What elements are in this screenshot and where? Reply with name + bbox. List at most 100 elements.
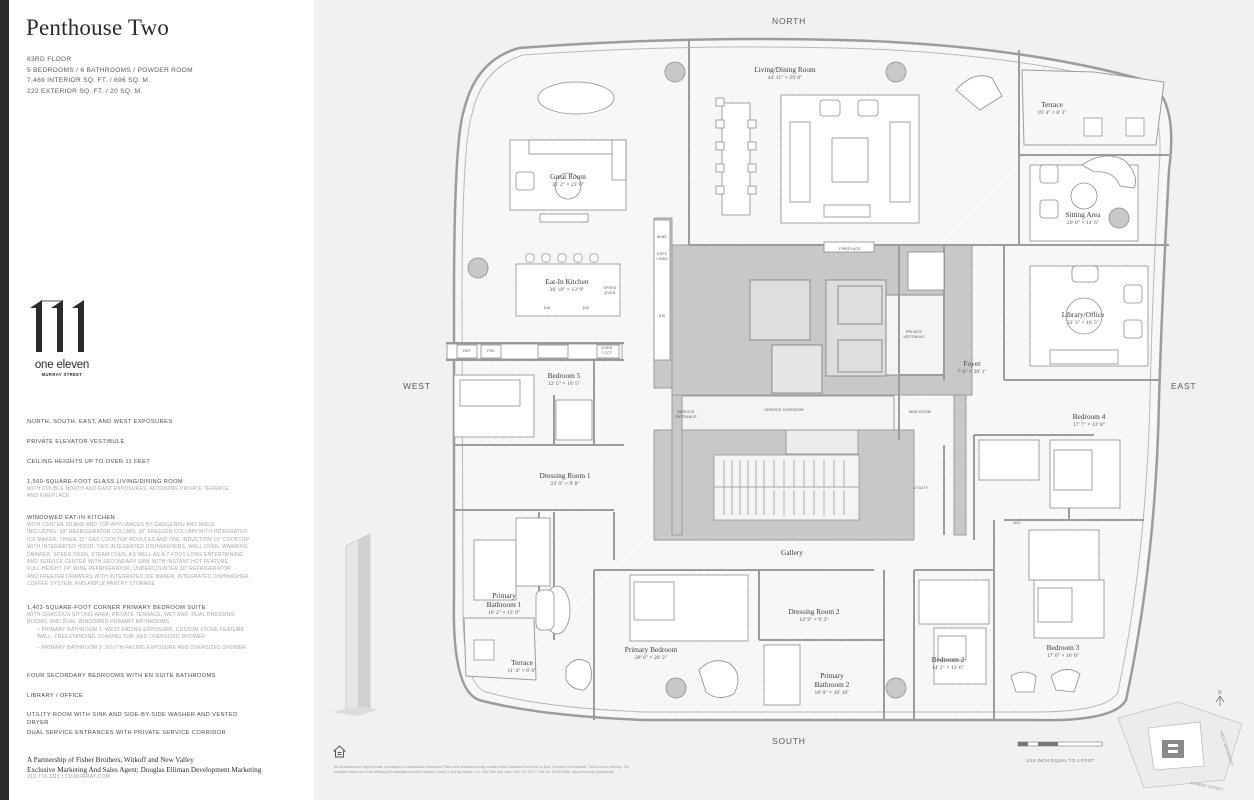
key-plan-north: N (1218, 690, 1222, 696)
label-private-vestibule: PRIVATE VESTIBULE (903, 330, 925, 339)
partner-line: Exclusive Marketing And Sales Agent: Dou… (27, 766, 262, 774)
label-wine: WINE (656, 235, 668, 239)
feature-item: LIBRARY / OFFICE (27, 692, 259, 700)
label-dw-3: DW (658, 314, 666, 318)
service-corridor (681, 395, 895, 431)
spec-exterior: 222 EXTERIOR SQ. FT. / 20 SQ. M. (27, 87, 143, 95)
spec-interior: 7,469 INTERIOR SQ. FT. / 696 SQ. M. (27, 77, 151, 85)
kitchen-counters (446, 219, 671, 361)
furniture (453, 75, 1149, 698)
feature-item: 1,402-SQUARE-FOOT CORNER PRIMARY BEDROOM… (27, 604, 259, 652)
feature-detail: ROOMS, AND DUAL WINDOWED PRIMARY BATHROO… (27, 619, 170, 626)
label-wic: WIC (1013, 521, 1021, 525)
compass-west: WEST (403, 381, 431, 391)
elevators (749, 279, 945, 394)
label-dw-1: DW (543, 306, 551, 310)
feature-subdetail: WALL, FREESTANDING SOAKING TUB, AND OVER… (37, 634, 206, 641)
tower-illustration-icon (332, 533, 378, 716)
feature-detail: INCLUDING: 30" REFRIGERATOR COLUMN, 30" … (27, 529, 248, 536)
sidebar: Penthouse Two 63RD FLOOR 5 BEDROOMS / 6 … (9, 0, 314, 800)
scale-caption: 1/16 INCH EQUAL TO 1 FOOT (1026, 758, 1095, 763)
feature-detail: WITH GRACIOUS SITTING AREA, PRIVATE TERR… (27, 612, 235, 618)
spec-floor: 63RD FLOOR (27, 56, 72, 63)
feature-item: UTILITY ROOM WITH SINK AND SIDE-BY-SIDE … (27, 711, 259, 727)
compass-south: SOUTH (772, 736, 806, 746)
compass-east: EAST (1171, 381, 1197, 391)
feature-heading: UTILITY ROOM WITH SINK AND SIDE-BY-SIDE … (27, 712, 238, 726)
feature-heading: NORTH, SOUTH, EAST, AND WEST EXPOSURES (27, 419, 173, 425)
feature-item: CEILING HEIGHTS UP TO OVER 11 FEET (27, 458, 259, 466)
unit-specs: 63RD FLOOR 5 BEDROOMS / 6 BATHROOMS / PO… (27, 55, 193, 97)
feature-heading: 1,560-SQUARE-FOOT GLASS LIVING/DINING RO… (27, 479, 184, 485)
contact-info: 212.776.1111 | 111MURRAY.COM (27, 774, 111, 780)
logo-street: MURRAY STREET (41, 372, 83, 377)
label-dw-2: DW (582, 306, 590, 310)
label-service-entrance: SERVICE ENTRANCE (675, 410, 697, 419)
key-plan-icon: N MURRAY STREET WEST BROADWAY (1117, 690, 1243, 792)
page-title: Penthouse Two (26, 15, 170, 40)
stairs (713, 454, 860, 521)
room-gallery: Gallery (781, 548, 803, 557)
scale-bar-icon (1017, 741, 1103, 747)
feature-detail: AND FREEZER DRAWERS WITH INTEGRATED ICE … (27, 573, 251, 580)
feature-item: FOUR SECONDARY BEDROOMS WITH EN SUITE BA… (27, 672, 259, 680)
spec-rooms: 5 BEDROOMS / 6 BATHROOMS / POWDER ROOM (27, 66, 193, 74)
feature-heading: FOUR SECONDARY BEDROOMS WITH EN SUITE BA… (27, 673, 216, 679)
label-ref: REF (463, 349, 471, 353)
label-utility: UTILITY (913, 486, 929, 490)
label-mud-room: MUD ROOM (909, 410, 931, 414)
label-speed-oven: SPEED OVEN (603, 286, 617, 295)
feature-subdetail: – PRIMARY BATHROOM 1: WEST-FACING EXPOSU… (37, 626, 245, 633)
label-oven-cct: OVEN / CCT (601, 346, 613, 355)
service-core-box (785, 429, 859, 455)
feature-subdetail: – PRIMARY BATHROOM 2: SOUTH-FACING EXPOS… (37, 644, 247, 651)
columns (467, 61, 1130, 699)
partner-line: A Partnership of Fisher Brothers, Witkof… (27, 756, 194, 764)
feature-item: PRIVATE ELEVATOR VESTIBULE (27, 438, 259, 446)
label-service-corridor: SERVICE CORRIDOR (764, 408, 804, 412)
feature-detail: AND SERVICE CENTER WITH SECONDARY SINK W… (27, 559, 230, 566)
logo-mark-icon (30, 300, 84, 352)
compass-north: NORTH (772, 16, 807, 26)
logo: one eleven MURRAY STREET (27, 298, 97, 377)
kitchen-stools (525, 253, 599, 263)
legal-disclaimer: All dimensions are approximate and subje… (334, 765, 630, 774)
feature-item: WINDOWED EAT-IN KITCHEN WITH CENTER ISLA… (27, 514, 259, 589)
feature-item: NORTH, SOUTH, EAST, AND WEST EXPOSURES (27, 418, 259, 426)
feature-heading: WINDOWED EAT-IN KITCHEN (27, 515, 116, 521)
partner-credits: A Partnership of Fisher Brothers, Witkof… (27, 755, 261, 775)
feature-heading: CEILING HEIGHTS UP TO OVER 11 FEET (27, 459, 151, 465)
equal-housing-icon (333, 745, 346, 758)
feature-detail: WITH INTEGRATED HOOD, TWO INTEGRATED DIS… (27, 544, 248, 551)
feature-heading: PRIVATE ELEVATOR VESTIBULE (27, 439, 125, 445)
label-frz: FRZ (487, 349, 495, 353)
glass-line (461, 46, 1161, 713)
feature-detail: FULL-HEIGHT 24" WINE REFRIGERATOR, UNDER… (27, 566, 231, 573)
spine-bar (0, 0, 9, 800)
feature-detail: WITH CENTER ISLAND AND TOP APPLIANCES BY… (27, 522, 215, 528)
feature-heading: DUAL SERVICE ENTRANCES WITH PRIVATE SERV… (27, 730, 227, 736)
label-coffee-mwv: COFF / MWV (656, 252, 668, 261)
floor-plan-drawing (446, 37, 1173, 722)
feature-item: DUAL SERVICE ENTRANCES WITH PRIVATE SERV… (27, 729, 259, 737)
feature-detail: DRAWER, SPEED OVEN, STEAM OVEN, AS WELL … (27, 551, 244, 558)
feature-heading: LIBRARY / OFFICE (27, 693, 84, 699)
feature-detail: COFFEE SYSTEM, AND AMPLE PANTRY STORAGE (27, 581, 156, 588)
feature-heading: 1,402-SQUARE-FOOT CORNER PRIMARY BEDROOM… (27, 605, 206, 611)
bath-fixtures (473, 251, 1100, 706)
